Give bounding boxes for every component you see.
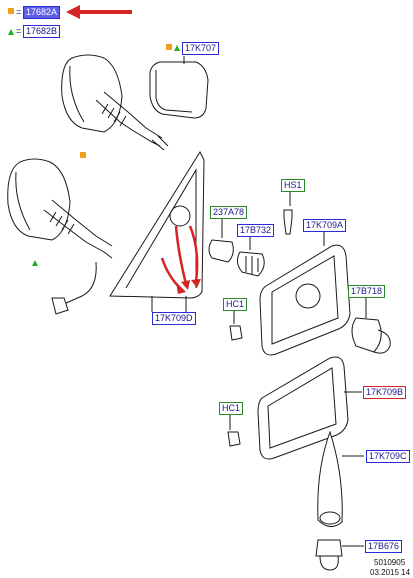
mirror-arm-top (95, 91, 163, 147)
part-label-hc1-lower[interactable]: HC1 (219, 402, 244, 415)
mirror-glass-inner (155, 70, 193, 113)
red-pointer-arrow (66, 5, 132, 19)
mirror-connector (51, 297, 69, 315)
legend-triangle-marker (8, 29, 14, 35)
drawing-number: 5010905 (374, 558, 406, 567)
bulb-holder-17b732 (236, 251, 265, 277)
socket-17b718 (351, 317, 382, 353)
legend-triangle-eq: = (16, 26, 22, 36)
mirror-arm-top-ribs (101, 103, 127, 127)
bracket-hole (169, 205, 191, 227)
triangle-marker-top-mirror (174, 45, 180, 51)
mirror-arm-middle (43, 199, 113, 259)
lens-17k709b-inner (267, 367, 337, 449)
side-repeater (317, 430, 343, 527)
square-marker-top-mirror (166, 44, 172, 50)
bulb-holder-17b732-ribs (245, 256, 259, 274)
legend-square-eq: = (16, 7, 22, 17)
mirror-housing-top-inner (69, 65, 85, 123)
part-label-17k707[interactable]: 17K707 (182, 42, 220, 55)
part-label-17b718[interactable]: 17B718 (348, 285, 386, 298)
bracket-leader (151, 296, 187, 312)
red-arrowhead-2 (181, 280, 190, 290)
lamp-housing-hole (295, 283, 321, 309)
lens-17k709b (257, 356, 349, 460)
mirror-housing-top (61, 54, 123, 133)
bulb-17b676-glass (319, 555, 339, 571)
clip-hc1-lower (227, 431, 241, 447)
screw (283, 209, 293, 235)
square-marker-top-arm (80, 152, 86, 158)
lamp-housing-17k709a (259, 244, 351, 356)
part-label-237a78[interactable]: 237A78 (210, 206, 248, 219)
mirror-cable (63, 261, 97, 305)
mounting-bracket (109, 150, 205, 299)
drawing-date: 03.2015 14 (370, 568, 411, 577)
part-label-hs1[interactable]: HS1 (281, 179, 305, 192)
red-arrowhead-3 (191, 279, 201, 288)
part-label-17k709a[interactable]: 17K709A (303, 219, 347, 232)
mirror-housing-middle (7, 158, 71, 241)
mirror-stud-top (151, 135, 169, 151)
mirror-glass (149, 61, 209, 119)
clip-hc1-upper (229, 325, 243, 341)
part-label-17b676[interactable]: 17B676 (365, 540, 403, 553)
clip-237a78 (208, 239, 234, 263)
socket-17b718-bulb (373, 329, 391, 354)
legend-square-marker (8, 8, 14, 14)
part-label-hc1-upper[interactable]: HC1 (223, 298, 248, 311)
red-arrow-2 (174, 225, 188, 285)
mirror-housing-middle-inner (15, 171, 31, 231)
legend-triangle-ref-label[interactable]: 17682B (23, 25, 61, 38)
legend-square-ref-label[interactable]: 17682A (23, 6, 61, 19)
lamp-housing-17k709a-inner (271, 255, 339, 345)
side-repeater-lens (319, 511, 341, 525)
bulb-17b676 (315, 539, 343, 557)
part-label-17k709b[interactable]: 17K709B (363, 386, 407, 399)
part-label-17k709d[interactable]: 17K709D (152, 312, 196, 325)
red-arrow-3 (188, 225, 199, 283)
triangle-marker-middle-arm (32, 260, 38, 266)
part-label-17b732[interactable]: 17B732 (237, 224, 275, 237)
part-label-17k709c[interactable]: 17K709C (366, 450, 410, 463)
mirror-arm-middle-ribs (49, 211, 75, 235)
red-arrowhead-1 (176, 282, 186, 294)
